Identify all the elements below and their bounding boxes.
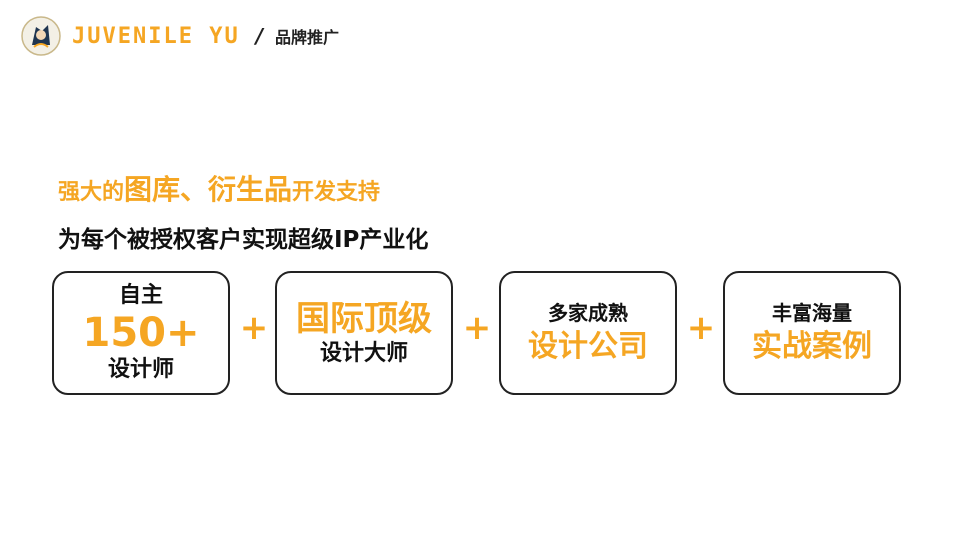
card-4-line-2: 实战案例 <box>752 329 872 364</box>
plus-sign-1: + <box>239 308 269 348</box>
header: JUVENILE YU / 品牌推广 <box>20 14 339 58</box>
headline: 强大的图库、衍生品开发支持 <box>58 168 380 208</box>
character-emblem-icon <box>21 16 61 56</box>
subheadline: 为每个被授权客户实现超级IP产业化 <box>58 227 429 253</box>
card-designers: 自主 150+ 设计师 <box>52 271 230 395</box>
card-1-line-3: 设计师 <box>107 357 174 382</box>
card-1-line-2: 150+ <box>82 310 200 356</box>
plus-sign-3: + <box>686 308 716 348</box>
card-2-line-1: 国际顶级 <box>296 299 432 339</box>
brand-name: JUVENILE YU <box>72 23 240 49</box>
card-3-line-2: 设计公司 <box>528 329 648 364</box>
section-title: 品牌推广 <box>275 28 340 47</box>
card-2-line-2: 设计大师 <box>319 341 408 366</box>
card-3-line-1: 多家成熟 <box>548 301 628 325</box>
card-design-companies: 多家成熟 设计公司 <box>499 271 677 395</box>
breadcrumb-separator: / <box>255 24 264 48</box>
headline-part-3: 开发支持 <box>292 180 381 205</box>
plus-sign-2: + <box>462 308 492 348</box>
card-cases: 丰富海量 实战案例 <box>723 271 901 395</box>
headline-part-1: 强大的 <box>58 180 125 205</box>
card-masters: 国际顶级 设计大师 <box>275 271 453 395</box>
card-4-line-1: 丰富海量 <box>772 301 852 325</box>
headline-part-2: 图库、衍生品 <box>124 173 293 206</box>
card-1-line-1: 自主 <box>118 283 163 308</box>
